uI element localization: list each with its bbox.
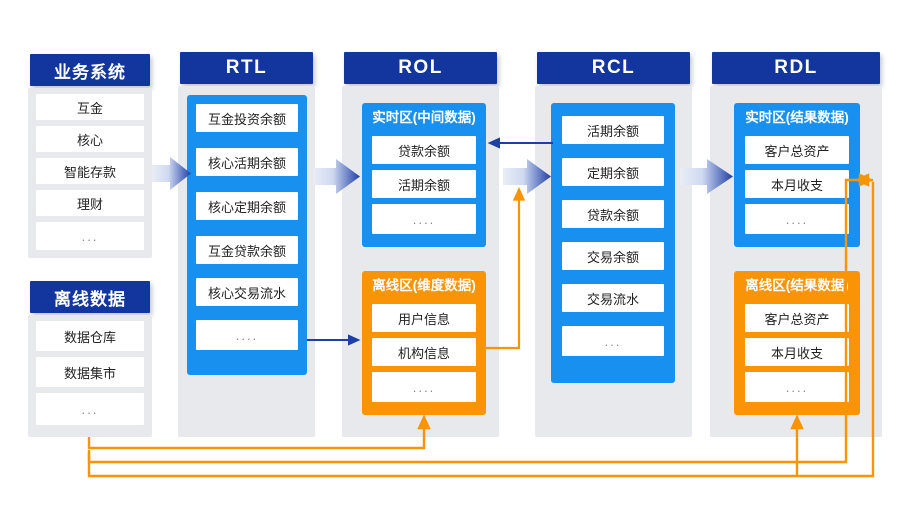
list-item[interactable]: 互金 [36,94,144,120]
list-item[interactable]: ... [562,326,664,356]
list-item[interactable]: 机构信息 [372,338,476,366]
list-item[interactable]: 活期余额 [372,170,476,198]
list-item[interactable]: 本月收支 [745,338,849,366]
list-item[interactable]: 贷款余额 [372,136,476,164]
list-item[interactable]: ... [36,222,144,250]
list-item[interactable]: 核心活期余额 [196,148,298,176]
list-item[interactable]: .... [745,204,849,234]
list-item[interactable]: ... [36,393,144,425]
list-item[interactable]: .... [745,372,849,402]
header-rdl: RDL [712,52,880,84]
header-rcl: RCL [537,52,690,84]
list-item[interactable]: 互金投资余额 [196,104,298,132]
list-item[interactable]: 用户信息 [372,304,476,332]
list-item[interactable]: 活期余额 [562,116,664,144]
list-item[interactable]: .... [372,204,476,234]
group-title: 实时区(中间数据) [372,110,476,125]
list-item[interactable]: 数据集市 [36,357,144,387]
list-item[interactable]: 数据仓库 [36,321,144,351]
header-rol: ROL [344,52,497,84]
list-item[interactable]: 理财 [36,190,144,216]
header-offline-data: 离线数据 [30,281,150,313]
list-item[interactable]: 定期余额 [562,158,664,186]
list-item[interactable]: 核心交易流水 [196,278,298,306]
list-item[interactable]: .... [372,372,476,402]
list-item[interactable]: 核心 [36,126,144,152]
group-title: 离线区(维度数据) [372,278,476,293]
header-rtl: RTL [180,52,313,84]
group-title: 实时区(结果数据) [745,110,849,125]
header-business-system: 业务系统 [30,54,150,86]
list-item[interactable]: 交易流水 [562,284,664,312]
list-item[interactable]: 贷款余额 [562,200,664,228]
list-item[interactable]: 互金贷款余额 [196,236,298,264]
list-item[interactable]: 客户总资产 [745,304,849,332]
group-title: 离线区(结果数据) [745,278,849,293]
list-item[interactable]: 智能存款 [36,158,144,184]
list-item[interactable]: 客户总资产 [745,136,849,164]
list-item[interactable]: 核心定期余额 [196,192,298,220]
list-item[interactable]: 交易余额 [562,242,664,270]
list-item[interactable]: 本月收支 [745,170,849,198]
list-item[interactable]: .... [196,320,298,350]
